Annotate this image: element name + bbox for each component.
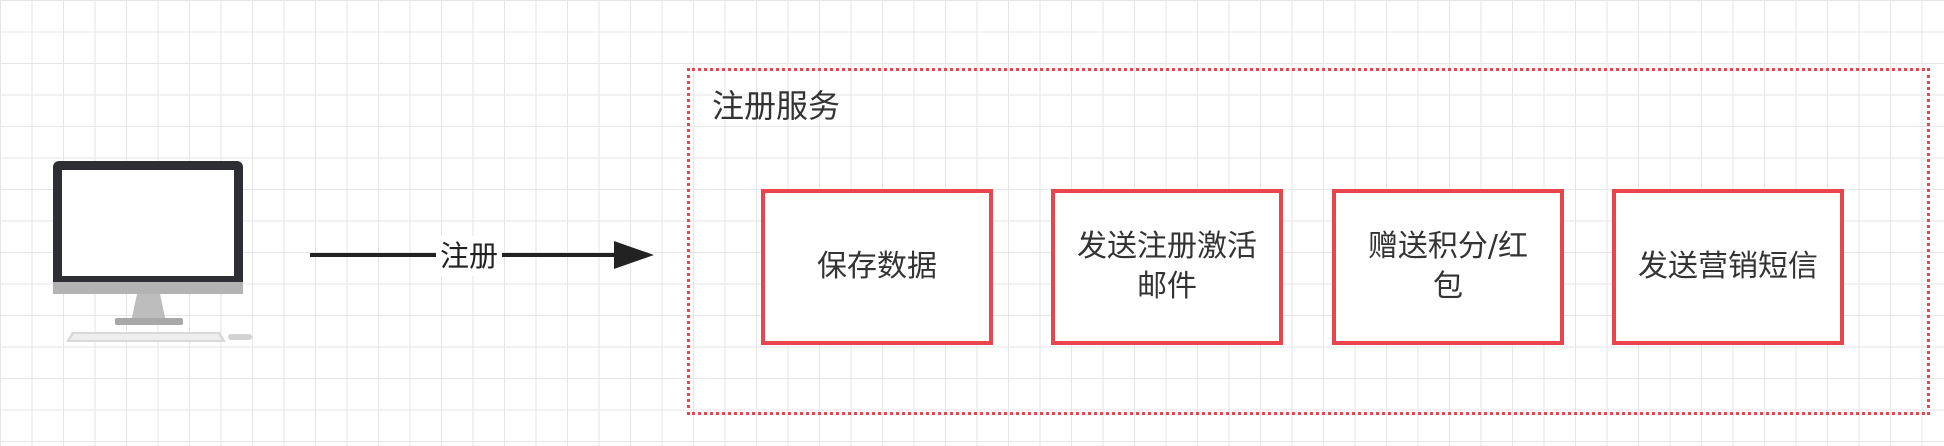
register-edge-label: 注册 <box>436 236 503 276</box>
step-label: 赠送积分/红包 <box>1367 229 1529 304</box>
step-save-data: 保存数据 <box>761 189 993 345</box>
step-grant-points-red-packet: 赠送积分/红包 <box>1332 189 1564 345</box>
register-service-title: 注册服务 <box>712 87 841 125</box>
step-send-marketing-sms: 发送营销短信 <box>1612 189 1844 345</box>
register-service-group <box>687 68 1930 415</box>
step-send-activation-email: 发送注册激活邮件 <box>1051 189 1283 345</box>
step-label: 保存数据 <box>817 249 937 284</box>
step-label: 发送营销短信 <box>1638 249 1818 284</box>
arrow-head <box>614 241 654 269</box>
step-label: 发送注册激活邮件 <box>1077 229 1257 304</box>
desktop-computer-icon <box>53 161 252 342</box>
